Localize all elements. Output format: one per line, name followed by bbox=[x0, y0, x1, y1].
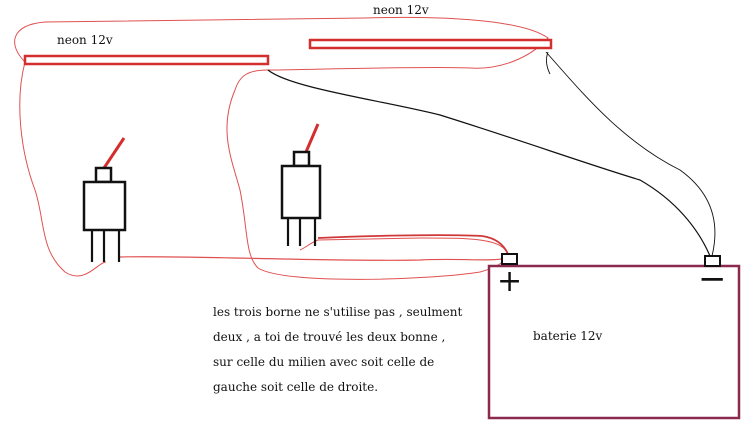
note-line: gauche soit celle de droite. bbox=[213, 380, 379, 394]
black-wire-left-neon bbox=[267, 69, 711, 257]
note-line: sur celle du milien avec soit celle de bbox=[213, 355, 435, 369]
neon-tube-right bbox=[308, 38, 553, 50]
toggle-switch-middle bbox=[280, 123, 322, 246]
neon-right-label: neon 12v bbox=[373, 3, 429, 17]
battery-body bbox=[487, 264, 741, 420]
neon-tube-left bbox=[23, 54, 270, 66]
instruction-note: les trois borne ne s'utilise pas , seulm… bbox=[213, 300, 462, 400]
note-line: deux , a toi de trouvé les deux bonne , bbox=[213, 330, 446, 344]
toggle-switch-left bbox=[82, 137, 127, 262]
black-wire-tick bbox=[546, 51, 551, 75]
neon-left-label: neon 12v bbox=[57, 33, 113, 47]
battery-terminal-plus bbox=[501, 253, 518, 265]
note-line: les trois borne ne s'utilise pas , seulm… bbox=[213, 305, 463, 319]
plus-sign: + bbox=[497, 264, 523, 299]
switch-lever-middle bbox=[304, 123, 320, 153]
red-wire-left-switch bbox=[119, 256, 506, 261]
minus-sign: − bbox=[698, 259, 727, 299]
black-wire-right-neon bbox=[545, 51, 716, 257]
battery-terminal-minus bbox=[704, 255, 721, 267]
switch-lever-left bbox=[102, 137, 126, 169]
battery-label: baterie 12v bbox=[533, 329, 603, 343]
red-wire-middle-switch bbox=[317, 234, 509, 255]
